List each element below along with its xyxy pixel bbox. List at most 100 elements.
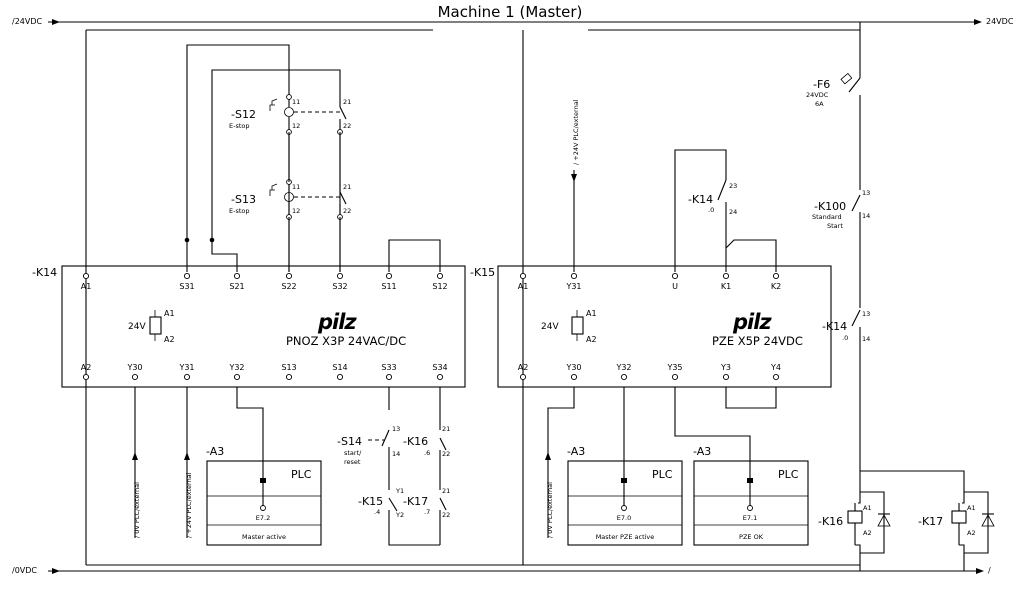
- estop-c2: 12: [292, 122, 300, 130]
- pnoz-bottom-pin-terminal: [82, 373, 90, 381]
- rail-bottom-left-label: /0VDC: [12, 566, 37, 575]
- k14-upper-sub: .0: [708, 206, 714, 214]
- relay-diode-wire: [860, 491, 885, 554]
- relay-a2: A2: [967, 529, 976, 537]
- pnoz-bottom-pin-terminal: [436, 373, 444, 381]
- plc-input-terminal: [621, 505, 627, 511]
- rail-top-right-label: 24VDC: [986, 17, 1014, 26]
- k14-lower-t2: 14: [862, 335, 870, 343]
- wire-y35: [674, 387, 751, 478]
- flyback-diode: [981, 514, 995, 527]
- estop-c4: 22: [343, 207, 351, 215]
- estop-mushroom: [284, 192, 294, 202]
- k15-contact-sub: .4: [374, 508, 380, 516]
- pze-bottom-pin-terminal: [772, 373, 780, 381]
- plc-box: [567, 460, 683, 546]
- k14-upper-contact: [717, 179, 777, 272]
- k100-tag: -K100: [814, 200, 846, 213]
- pze-bottom-pin-terminal: [671, 373, 679, 381]
- k100-t2: 14: [862, 212, 870, 220]
- pnoz-top-pin-terminal: [233, 272, 241, 280]
- relay-diode-wire: [964, 491, 989, 554]
- relay-coil: [951, 510, 967, 524]
- pze-bottom-pin-label: Y30: [565, 363, 581, 372]
- plc-caption: Master active: [242, 533, 286, 541]
- pze-bottom-pin-terminal: [570, 373, 578, 381]
- k16-contact-sub: .6: [424, 449, 430, 457]
- pnoz-bottom-pin-terminal: [385, 373, 393, 381]
- pnoz-top-pin-terminal: [183, 272, 191, 280]
- y31pnoz-arrow: [184, 452, 190, 460]
- pze-bottom-pin-label: Y4: [770, 363, 781, 372]
- relay-wire: [858, 490, 861, 504]
- pnoz-top-pin-label: S22: [281, 282, 296, 291]
- pnoz-bottom-pin-label: S33: [381, 363, 396, 372]
- pze-coil-voltage: 24V: [541, 322, 559, 332]
- pze-top-pin-label: K1: [721, 282, 731, 291]
- estop-symbol: [269, 98, 278, 111]
- k16-contact-t2: 22: [442, 450, 450, 458]
- estop-c2: 12: [292, 207, 300, 215]
- pnoz-bottom-pin-terminal: [183, 373, 191, 381]
- pnoz-top-pin-label: S32: [332, 282, 347, 291]
- fuse-line1: 24VDC: [806, 91, 829, 99]
- estop-c1: 11: [292, 183, 300, 191]
- plc-input-terminal: [747, 505, 753, 511]
- pze-coil-a2: A2: [586, 335, 597, 344]
- pze-coil-a1: A1: [586, 309, 597, 318]
- pnoz-tag: -K14: [32, 266, 57, 279]
- pnoz-bottom-pin-label: S14: [332, 363, 347, 372]
- pnoz-bottom-pin-label: S34: [432, 363, 447, 372]
- plc-input-marker: [747, 478, 753, 483]
- k15-contact-t2: Y2: [395, 511, 404, 519]
- pze-bottom-pin-label: A2: [518, 363, 529, 372]
- relay-tag: -K16: [818, 515, 843, 528]
- pze-top-pin-terminal: [570, 272, 578, 280]
- k17-contact-t2: 22: [442, 511, 450, 519]
- estop-mushroom: [284, 107, 294, 117]
- pnoz-bottom-pin-terminal: [285, 373, 293, 381]
- estop-contact: [339, 191, 347, 205]
- plc-io: E7.1: [743, 514, 757, 522]
- pnoz-coil-a2: A2: [164, 335, 175, 344]
- fuse-tag: -F6: [813, 78, 830, 91]
- wire-s21: [211, 69, 341, 272]
- pze-bottom-pin-terminal: [620, 373, 628, 381]
- estop-c4: 22: [343, 122, 351, 130]
- wire-s31: [186, 44, 290, 272]
- s14-line1: start/: [344, 449, 362, 457]
- relay-wire: [962, 490, 965, 504]
- estop-tag: -S13: [231, 193, 256, 206]
- k100-contact: [851, 194, 861, 308]
- k100-t1: 13: [862, 189, 870, 197]
- diagram-title: Machine 1 (Master): [438, 3, 583, 21]
- y30-arrow: [132, 452, 138, 460]
- pze-bottom-pin-terminal: [722, 373, 730, 381]
- pze-bottom-pin-label: Y32: [615, 363, 631, 372]
- relay-coil: [847, 510, 863, 524]
- estop-c3: 21: [343, 98, 351, 106]
- pnoz-coil: [149, 310, 162, 341]
- y30pze-arrow: [545, 452, 551, 460]
- fuse-f6: [840, 22, 861, 190]
- plc-tag: -A3: [693, 445, 711, 458]
- flyback-diode: [877, 514, 891, 527]
- plc-input-marker: [621, 478, 627, 483]
- wire-s11-s12: [388, 239, 441, 272]
- rail-arrow-right: [974, 19, 982, 25]
- relay-tag: -K17: [918, 515, 943, 528]
- pze-model: PZE X5P 24VDC: [712, 334, 803, 348]
- wire-y32: [236, 387, 264, 478]
- pnoz-coil-a1: A1: [164, 309, 175, 318]
- relay-wiring: [859, 470, 965, 571]
- estop-label: E-stop: [229, 207, 250, 215]
